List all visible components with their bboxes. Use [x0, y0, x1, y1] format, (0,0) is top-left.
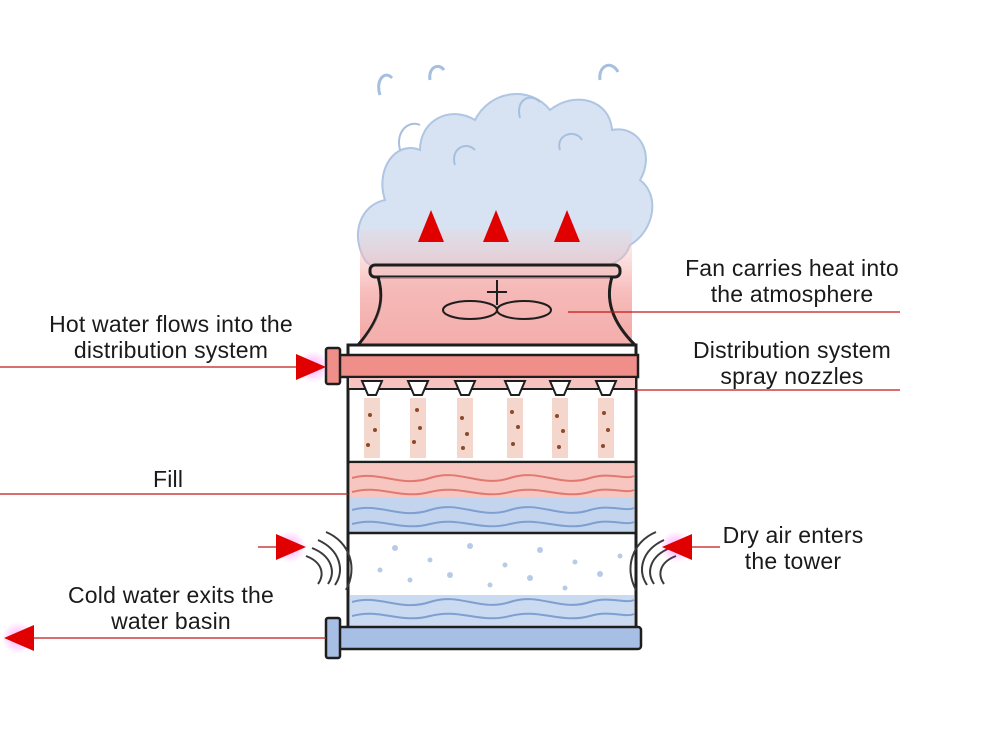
air-intake-right [629, 531, 677, 591]
rain-zone [377, 543, 623, 591]
nozzle-icon [360, 380, 384, 396]
label-fan: Fan carries heat into the atmosphere [668, 255, 916, 307]
label-hot-water-line1: Hot water flows into the [49, 311, 293, 337]
fan-shroud [356, 263, 637, 347]
leader-lines [0, 311, 900, 639]
heat-rise-arrows [418, 210, 580, 242]
label-distribution: Distribution system spray nozzles [676, 337, 908, 389]
label-hot-water-line2: distribution system [73, 337, 269, 363]
label-cold-water: Cold water exits the water basin [50, 582, 292, 634]
flow-arrows [2, 351, 692, 654]
air-intake-left [305, 531, 353, 591]
fan-icon [442, 280, 552, 320]
label-fan-line1: Fan carries heat into [685, 255, 899, 281]
spray-nozzles [360, 380, 618, 458]
label-fill: Fill [153, 466, 183, 492]
up-arrow-icon [418, 210, 444, 242]
nozzle-icon [453, 380, 477, 396]
fill-media [348, 460, 636, 535]
label-dry-air-line2: the tower [744, 548, 842, 574]
label-fill-line1: Fill [153, 466, 184, 492]
distribution-pipe [331, 353, 640, 379]
up-arrow-icon [554, 210, 580, 242]
nozzle-icon [548, 380, 572, 396]
cold-water-outlet-pipe [324, 616, 643, 660]
nozzle-icon [594, 380, 618, 396]
label-dry-air: Dry air enters the tower [708, 522, 878, 574]
right-arrow-icon [276, 534, 306, 560]
water-basin [350, 595, 635, 629]
label-distribution-line2: spray nozzles [720, 363, 864, 389]
label-fan-line2: the atmosphere [710, 281, 874, 307]
label-cold-water-line1: Cold water exits the [68, 582, 274, 608]
label-hot-water: Hot water flows into the distribution sy… [28, 311, 314, 363]
label-distribution-line1: Distribution system [692, 337, 892, 363]
nozzle-icon [503, 380, 527, 396]
up-arrow-icon [483, 210, 509, 242]
left-arrow-icon [662, 534, 692, 560]
nozzle-icon [406, 380, 430, 396]
label-dry-air-line1: Dry air enters [722, 522, 864, 548]
right-arrow-icon [296, 354, 326, 380]
left-arrow-icon [4, 625, 34, 651]
label-cold-water-line2: water basin [111, 608, 231, 634]
